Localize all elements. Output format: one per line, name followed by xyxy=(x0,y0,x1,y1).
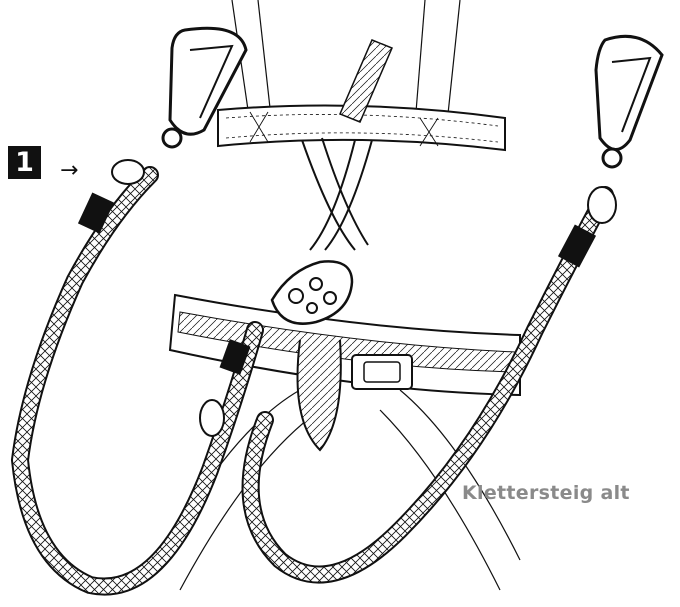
step-number-badge: 1 xyxy=(8,146,41,179)
hip-belt xyxy=(170,295,520,395)
chest-belt xyxy=(218,40,505,150)
energy-absorber-icon xyxy=(272,261,352,323)
caption-label: Klettersteig alt xyxy=(462,482,630,504)
pointer-arrow-icon: → xyxy=(60,160,78,182)
carabiner-right-icon xyxy=(596,36,662,167)
